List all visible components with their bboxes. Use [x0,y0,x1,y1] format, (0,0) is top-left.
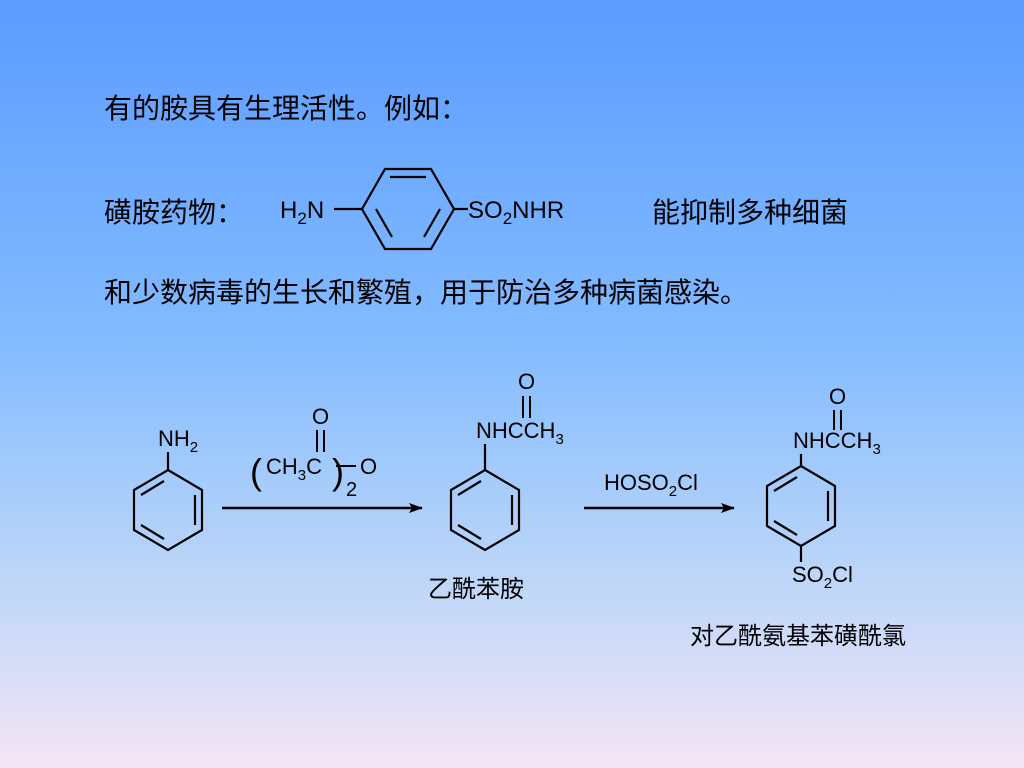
benzene-ring [449,468,521,552]
ring-double-bond [457,524,482,540]
aniline-structure: NH2 [132,426,204,552]
acetyl-group: CH3C [266,454,322,484]
sulfonamide-structure: H2N SO2NHR [280,167,564,251]
sulfonyl-chloride-group: SO2Cl [792,562,853,592]
aniline-amino-group: NH2 [158,426,198,456]
bracket-right: ) [332,451,344,492]
sulfonamide-sulfonyl-group: SO2NHR [468,197,564,228]
product-structure: O NHCCH3 SO2Cl [765,384,881,592]
intro-text: 有的胺具有生理活性。例如： [104,92,469,125]
acetamido-group: NHCCH3 [476,418,564,448]
ring-double-bond [773,476,798,492]
bridging-oxygen: O [360,454,377,479]
ring-double-bond [140,480,165,496]
ring-double-bond [457,480,482,496]
acetamido-group: NHCCH3 [793,428,881,458]
stoichiometry-subscript: 2 [346,479,357,501]
sulfa-effect-line-1: 能抑制多种细菌 [652,196,849,229]
benzene-ring [765,464,837,548]
benzene-ring [360,167,456,251]
acetanilide-name: 乙酰苯胺 [428,576,524,603]
sulfa-effect-line-2: 和少数病毒的生长和繁殖，用于防治多种病菌感染。 [104,276,749,309]
ring-double-bond [140,524,165,540]
ring-double-bond [375,208,393,238]
ring-double-bond [423,208,441,238]
sulfa-label: 磺胺药物： [104,196,245,229]
sulfonamide-amino-group: H2N [280,197,324,228]
carbonyl-oxygen: O [312,404,329,429]
reagent-chlorosulfonic-acid: HOSO2Cl [604,470,698,500]
ring-double-bond [773,520,798,536]
carbonyl-oxygen: O [518,369,535,394]
acetanilide-structure: O NHCCH3 [449,369,564,552]
bracket-left: ( [250,451,262,492]
product-name: 对乙酰氨基苯磺酰氯 [690,623,906,650]
benzene-ring [132,468,204,552]
carbonyl-oxygen: O [829,384,846,409]
reagent-acetic-anhydride: O ( CH3C ) O 2 [250,404,377,501]
